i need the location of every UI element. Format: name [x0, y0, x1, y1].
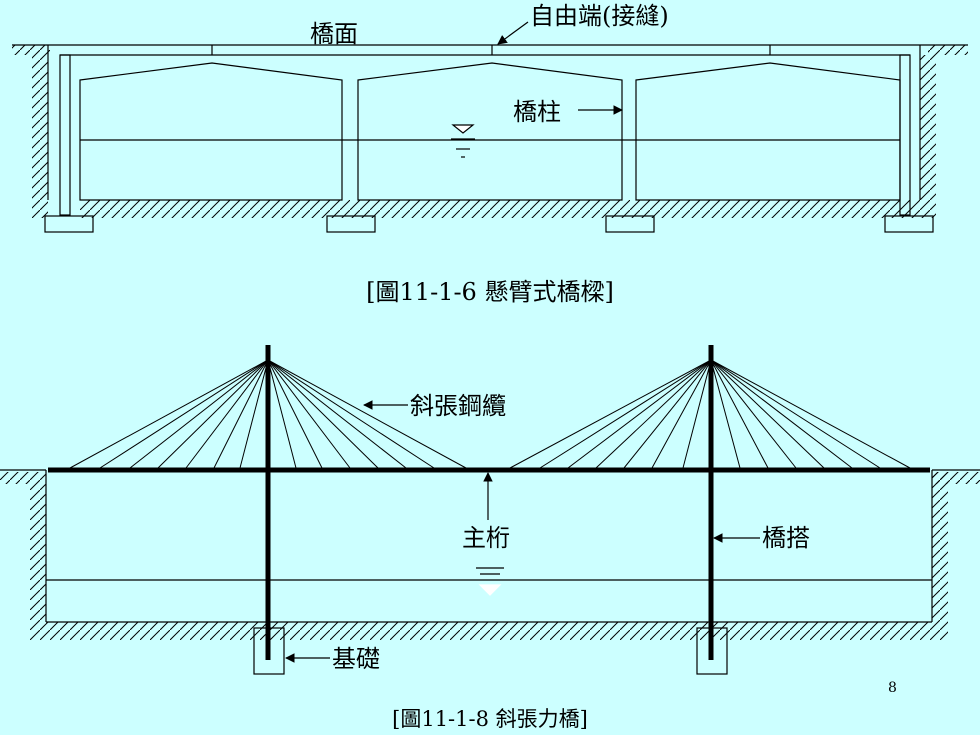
tower-label: 橋搭 [762, 524, 810, 552]
stay-cable [267, 359, 407, 469]
stay-cables [69, 359, 911, 469]
free-end-label: 自由端(接縫) [530, 2, 669, 30]
girder-label: 主桁 [462, 524, 510, 552]
deck-label: 橋面 [310, 20, 358, 48]
stay-cable [509, 359, 712, 469]
stay-cable [99, 359, 269, 469]
stay-cable [710, 359, 911, 469]
cable-stayed-bridge-diagram [0, 469, 980, 675]
stay-cable [710, 359, 853, 469]
abutment-hatch-left [32, 55, 48, 218]
ground-hatch-right-top [928, 45, 968, 55]
water-level-symbol-bottom [476, 567, 504, 596]
stay-cable [651, 359, 712, 469]
cable-label: 斜張鋼纜 [410, 392, 506, 420]
stay-cable [567, 359, 712, 469]
foundation-label: 基礎 [332, 645, 380, 673]
stay-cable [267, 359, 379, 469]
riverbed-hatch [80, 200, 920, 218]
stay-cable [185, 359, 269, 469]
pier-label: 橋柱 [513, 98, 561, 126]
wall-hatch-left [30, 472, 46, 622]
stay-cable [239, 359, 269, 469]
stay-cable [157, 359, 269, 469]
stay-cable [267, 359, 467, 469]
riverbed-hatch-bottom [30, 622, 948, 640]
stay-cable [710, 359, 769, 469]
stay-cable [710, 359, 881, 469]
stay-cable [595, 359, 712, 469]
stay-cable [710, 359, 741, 469]
wall-hatch-right [932, 472, 948, 622]
bank-hatch-left [0, 472, 30, 484]
caption-top: [圖11-1-6 懸臂式橋樑] [366, 278, 614, 306]
stay-cable [129, 359, 269, 469]
water-level-symbol-top [451, 124, 475, 158]
stay-cable [539, 359, 712, 469]
stay-cable [682, 359, 712, 469]
stay-cable [267, 359, 435, 469]
cantilever-bridge-diagram [12, 21, 968, 233]
stay-cable [710, 359, 825, 469]
stay-cable [267, 359, 323, 469]
ground-hatch-left-top [12, 45, 50, 55]
stay-cable [267, 359, 297, 469]
stay-cable [69, 359, 269, 469]
stay-cable [623, 359, 712, 469]
abutment-hatch-right [920, 55, 936, 218]
caption-bottom: [圖11-1-8 斜張力橋] [392, 707, 588, 731]
stay-cable [213, 359, 269, 469]
page-number: 8 [888, 680, 897, 696]
free-end-arrow [497, 21, 529, 45]
stay-cable [267, 359, 351, 469]
stay-cable [710, 359, 797, 469]
